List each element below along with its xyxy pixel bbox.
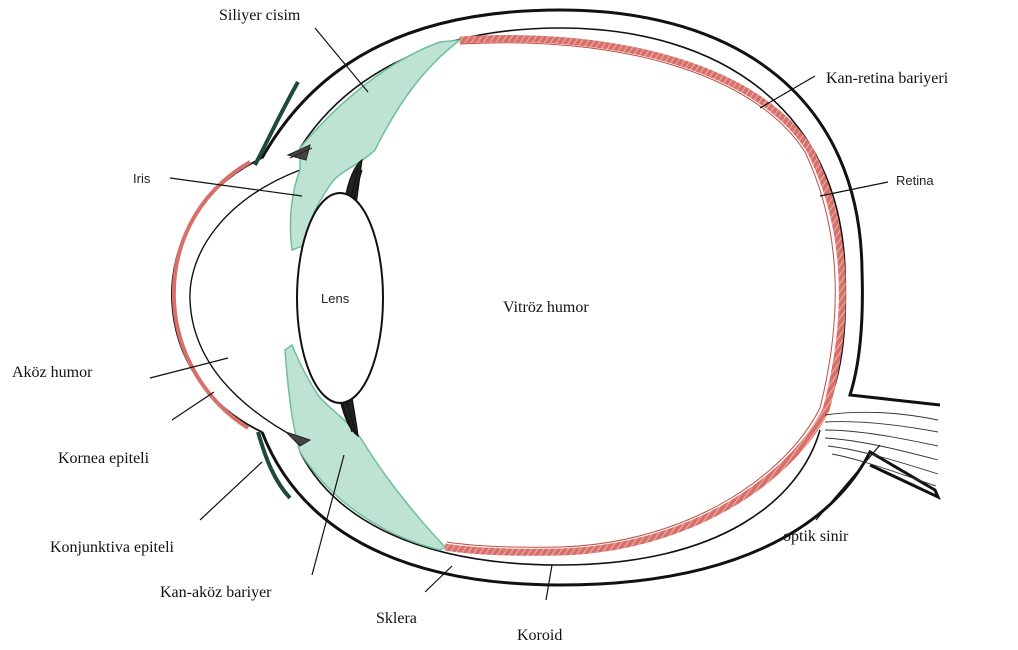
label-kan-akoz-bariyer: Kan-aköz bariyer	[160, 584, 272, 601]
label-siliyer-cisim: Siliyer cisim	[219, 7, 301, 24]
label-vitroz-humor: Vitröz humor	[503, 299, 589, 316]
conjunctiva-bottom	[258, 432, 290, 498]
label-kan-retina-bariyeri: Kan-retina bariyeri	[826, 70, 949, 87]
label-iris: Iris	[133, 171, 151, 186]
label-akoz-humor: Aköz humor	[12, 364, 93, 381]
label-koroid: Koroid	[517, 627, 562, 644]
label-lens: Lens	[321, 291, 350, 306]
cornea-outer	[172, 158, 262, 432]
label-konjunktiva-epiteli: Konjunktiva epiteli	[50, 539, 175, 556]
optic-nerve-fibers	[825, 412, 938, 486]
cornea-inner	[190, 170, 300, 440]
label-kornea-epiteli: Kornea epiteli	[58, 450, 150, 467]
label-retina: Retina	[896, 173, 934, 188]
cornea-epithelium	[174, 162, 250, 428]
conjunctiva-top	[255, 82, 298, 165]
label-optik-sinir: optik sinir	[783, 528, 849, 545]
label-sklera: Sklera	[376, 610, 417, 627]
retina-band	[445, 38, 842, 552]
